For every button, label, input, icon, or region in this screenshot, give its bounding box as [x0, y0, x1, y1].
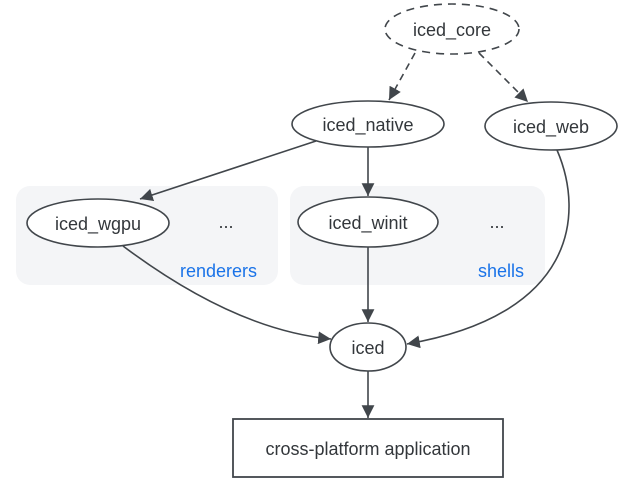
iced-label: iced [351, 338, 384, 358]
renderers-group-label: renderers [180, 261, 257, 281]
iced-ellipse [329, 322, 407, 372]
edge-core-to-native [388, 52, 416, 101]
iced-core-ellipse [384, 3, 520, 55]
renderers-ellipsis: ... [218, 212, 233, 232]
edge-wgpu-to-iced [122, 245, 332, 345]
edge-native-to-wgpu [139, 140, 317, 202]
node-iced-winit: iced_winit [297, 196, 439, 248]
iced-core-label: iced_core [413, 20, 491, 41]
node-iced: iced [329, 322, 407, 372]
iced-wgpu-label: iced_wgpu [55, 214, 141, 235]
node-iced-native: iced_native [291, 100, 445, 148]
node-iced-core: iced_core [384, 3, 520, 55]
iced-wgpu-ellipse [26, 198, 170, 248]
node-iced-wgpu: iced_wgpu [26, 198, 170, 248]
iced-winit-ellipse [297, 196, 439, 248]
iced-winit-label: iced_winit [328, 213, 407, 234]
edge-core-to-web [478, 52, 529, 103]
edge-web-to-iced [406, 149, 570, 349]
node-cross-platform-application: cross-platform application [232, 418, 504, 478]
iced-native-label: iced_native [322, 115, 413, 136]
app-label: cross-platform application [265, 439, 470, 459]
shells-group-label: shells [478, 261, 524, 281]
node-iced-web: iced_web [484, 101, 618, 151]
shells-ellipsis: ... [489, 212, 504, 232]
iced-web-ellipse [484, 101, 618, 151]
app-rect [232, 418, 504, 478]
iced-web-label: iced_web [513, 117, 589, 138]
iced-native-ellipse [291, 100, 445, 148]
